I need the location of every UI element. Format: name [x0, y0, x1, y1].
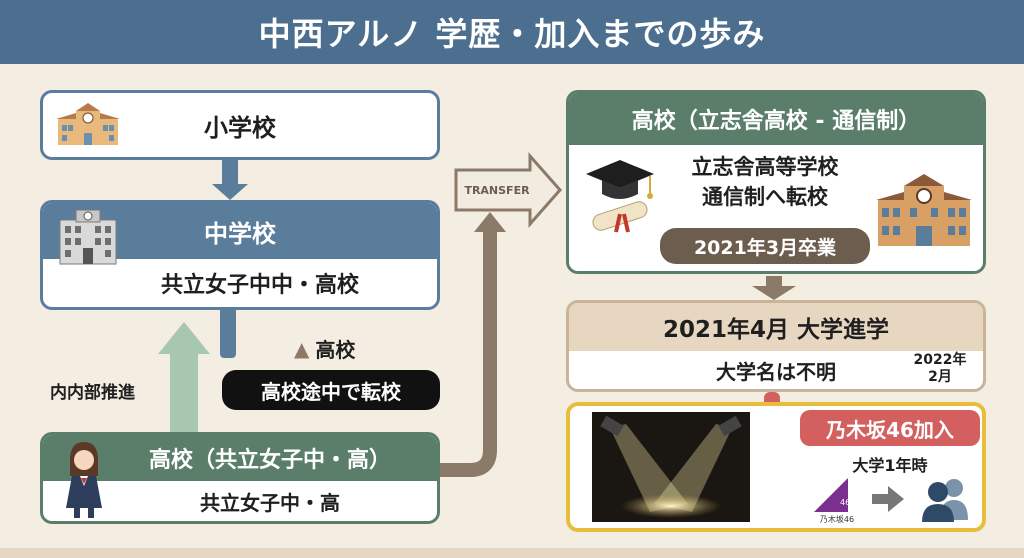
middle-school-name: 共立女子中中・高校: [160, 273, 359, 298]
high-school-note-label: 高校: [315, 338, 356, 362]
title-bar: 中西アルノ 学歴・加入までの歩み: [0, 0, 1024, 64]
transfer-banner-arrow: [454, 152, 563, 228]
risshisha-description: 立志舎高等学校 通信制へ転校: [660, 152, 870, 212]
kyoritsu-high-name: 共立女子中・高: [200, 490, 340, 515]
transfer-path: [433, 221, 497, 477]
nogizaka-join-badge: 乃木坂46加入: [800, 410, 980, 446]
nogizaka-logo-text: 乃木坂46: [819, 515, 855, 524]
transfer-midway-badge: 高校途中で転校: [222, 370, 440, 410]
middle-school-header-label: 中学校: [204, 219, 276, 248]
risshisha-high-header: 高校（立志舎高校 - 通信制）: [569, 93, 983, 145]
nogizaka-join-timing: 大学1年時: [852, 456, 928, 475]
university-header: 2021年4月 大学進学: [569, 303, 983, 351]
down-arrow-university: [752, 276, 796, 300]
graduation-icon: [580, 154, 660, 242]
transfer-label: TRANSFER: [464, 183, 530, 197]
elementary-label: 小学校: [204, 113, 276, 142]
kyoritsu-high-box: 高校（共立女子中・高） 共立女子中・高: [40, 432, 440, 524]
high-school-note: ▲ 高校: [294, 334, 355, 363]
school-building-icon: [43, 101, 133, 149]
kyoritsu-high-header: 高校（共立女子中・高）: [43, 435, 437, 481]
office-building-icon: [56, 208, 120, 270]
university-box: 2021年4月 大学進学 大学名は不明: [566, 300, 986, 392]
up-arrow-internal: [158, 322, 210, 432]
university-name: 大学名は不明: [716, 359, 836, 384]
risshisha-line1: 立志舎高等学校: [691, 155, 839, 179]
risshisha-line2: 通信制へ転校: [702, 185, 828, 209]
right-arrow-icon: [872, 486, 904, 516]
middle-connector-line: [220, 306, 236, 358]
nogizaka-logo: 46 乃木坂46: [808, 476, 866, 524]
elementary-box: 小学校: [40, 90, 440, 160]
group-people-icon: [916, 474, 974, 526]
student-girl-icon: [62, 438, 106, 524]
bottom-strip: [0, 548, 1024, 558]
school-building-icon-2: [876, 170, 972, 254]
join-date: 2022年 2月: [910, 352, 970, 386]
internal-promotion-label: 内内部推進: [50, 383, 135, 403]
join-date-month: 2月: [928, 369, 952, 385]
join-date-year: 2022年: [913, 352, 967, 368]
transfer-path-arrowhead: [474, 212, 506, 232]
down-arrow-elementary: [212, 160, 248, 200]
spotlight-stage-image: [592, 412, 750, 522]
nogizaka-logo-number: 46: [840, 498, 851, 507]
page-title: 中西アルノ 学歴・加入までの歩み: [258, 15, 766, 53]
graduation-badge: 2021年3月卒業: [660, 228, 870, 264]
triangle-icon: ▲: [294, 336, 310, 361]
